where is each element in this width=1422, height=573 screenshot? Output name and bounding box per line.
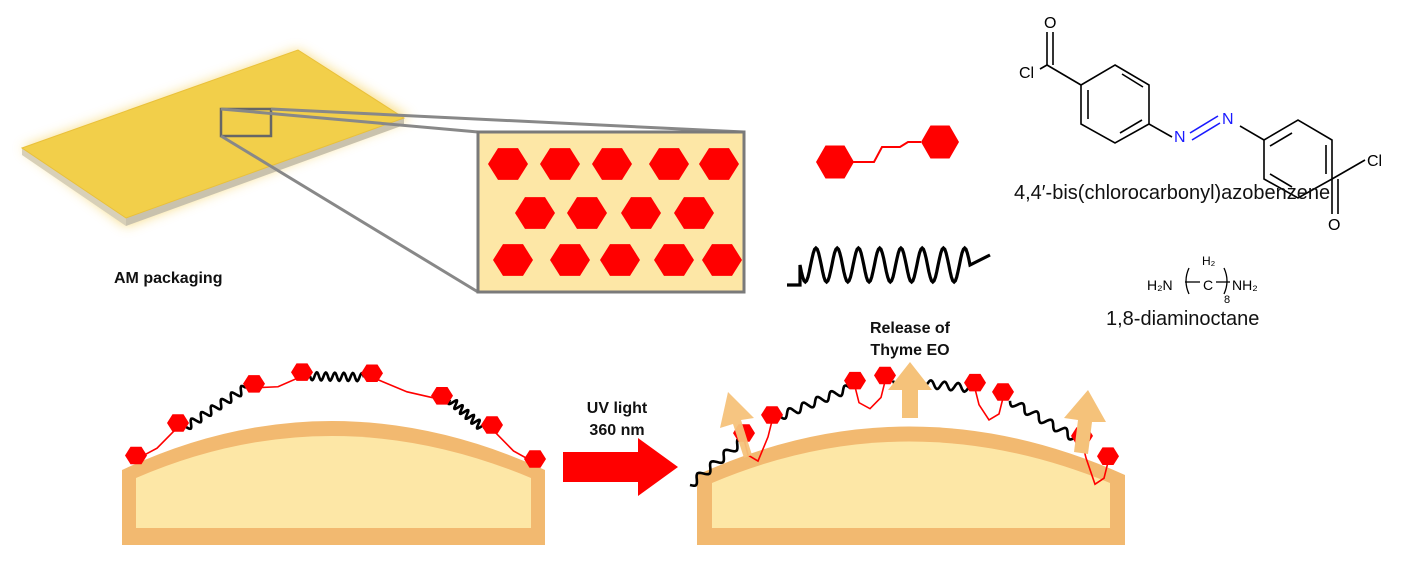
panel-hexagons (488, 148, 742, 276)
uv-arrow (563, 438, 678, 496)
azobenzene-label: 4,4′-bis(chlorocarbonyl)azobenzene (1014, 182, 1331, 204)
diaminooctane-label: 1,8-diaminoctane (1106, 308, 1260, 330)
panel-hexagon (567, 197, 607, 229)
panel-hexagon (702, 244, 742, 276)
zoomed-film-panel (476, 130, 746, 294)
atom-o-right: O (1328, 217, 1340, 234)
diamine-right-group: NH₂ (1232, 277, 1258, 293)
surface-hexagon (964, 373, 986, 392)
atom-cl-right: Cl (1367, 153, 1382, 170)
azo-loop (974, 388, 1004, 422)
azo-loop (854, 381, 886, 410)
surface-hexagon (874, 366, 896, 385)
panel-hexagon (550, 244, 590, 276)
panel-hexagon (649, 148, 689, 180)
surface-hexagon (125, 446, 147, 465)
surface-hexagon (291, 363, 313, 381)
zoom-indicator (219, 107, 745, 294)
diamine-h2-label: H₂ (1202, 254, 1216, 268)
polymer-chain (689, 437, 745, 487)
azo-link (371, 376, 443, 401)
polymer-chain (185, 384, 247, 431)
release-label: Release of Thyme EO (855, 318, 965, 362)
surface-hexagon (481, 416, 503, 434)
diaminooctane-structure: H₂N H₂ C 8 NH₂ (1147, 254, 1258, 306)
surface-hexagon (431, 387, 453, 405)
polymer-chain (447, 398, 487, 430)
atom-n2: N (1222, 111, 1234, 128)
packaging-label: AM packaging (114, 270, 223, 287)
azobenzene-atoms: Cl O N N O Cl (1019, 15, 1382, 234)
azobenzene-structure (1039, 32, 1366, 214)
surface-hexagon (524, 450, 546, 468)
polymer-chain (308, 370, 366, 383)
panel-hexagon (592, 148, 632, 180)
surface-hexagon (1097, 447, 1119, 465)
panel-hexagon (621, 197, 661, 229)
diamine-center-group: C (1203, 277, 1213, 293)
atom-o-left: O (1044, 15, 1056, 32)
uv-light-line1: UV light (586, 400, 648, 417)
uv-light-label: UV light 360 nm (572, 398, 662, 442)
surface-hexagon (992, 383, 1014, 401)
diamine-left-group: H₂N (1147, 277, 1173, 293)
panel-hexagon (488, 148, 528, 180)
atom-n1: N (1174, 129, 1186, 146)
uv-light-line2: 360 nm (589, 422, 645, 439)
panel-hexagon (699, 148, 739, 180)
substrate-before-uv (122, 363, 546, 545)
surface-hexagon (761, 406, 783, 424)
panel-hexagon (540, 148, 580, 180)
polymer-chain (1008, 400, 1084, 442)
panel-hexagon (515, 197, 555, 229)
release-arrows (720, 362, 1106, 458)
panel-hexagon (493, 244, 533, 276)
azo-crosslinker-icon (816, 125, 959, 179)
atom-cl-left: Cl (1019, 65, 1034, 82)
release-line1: Release of (869, 320, 951, 337)
panel-hexagon (674, 197, 714, 229)
polymer-chain (779, 384, 851, 421)
am-packaging-film (20, 49, 410, 226)
panel-hexagon (654, 244, 694, 276)
diamine-subscript: 8 (1224, 294, 1230, 306)
surface-hexagon (844, 371, 866, 390)
surface-hexagon (243, 375, 265, 393)
surface-hexagon (361, 364, 383, 382)
surface-hexagon (167, 414, 189, 432)
panel-hexagon (600, 244, 640, 276)
release-line2: Thyme EO (870, 342, 950, 359)
chains-before-uv (125, 363, 546, 468)
polymer-chain-icon (787, 245, 991, 287)
